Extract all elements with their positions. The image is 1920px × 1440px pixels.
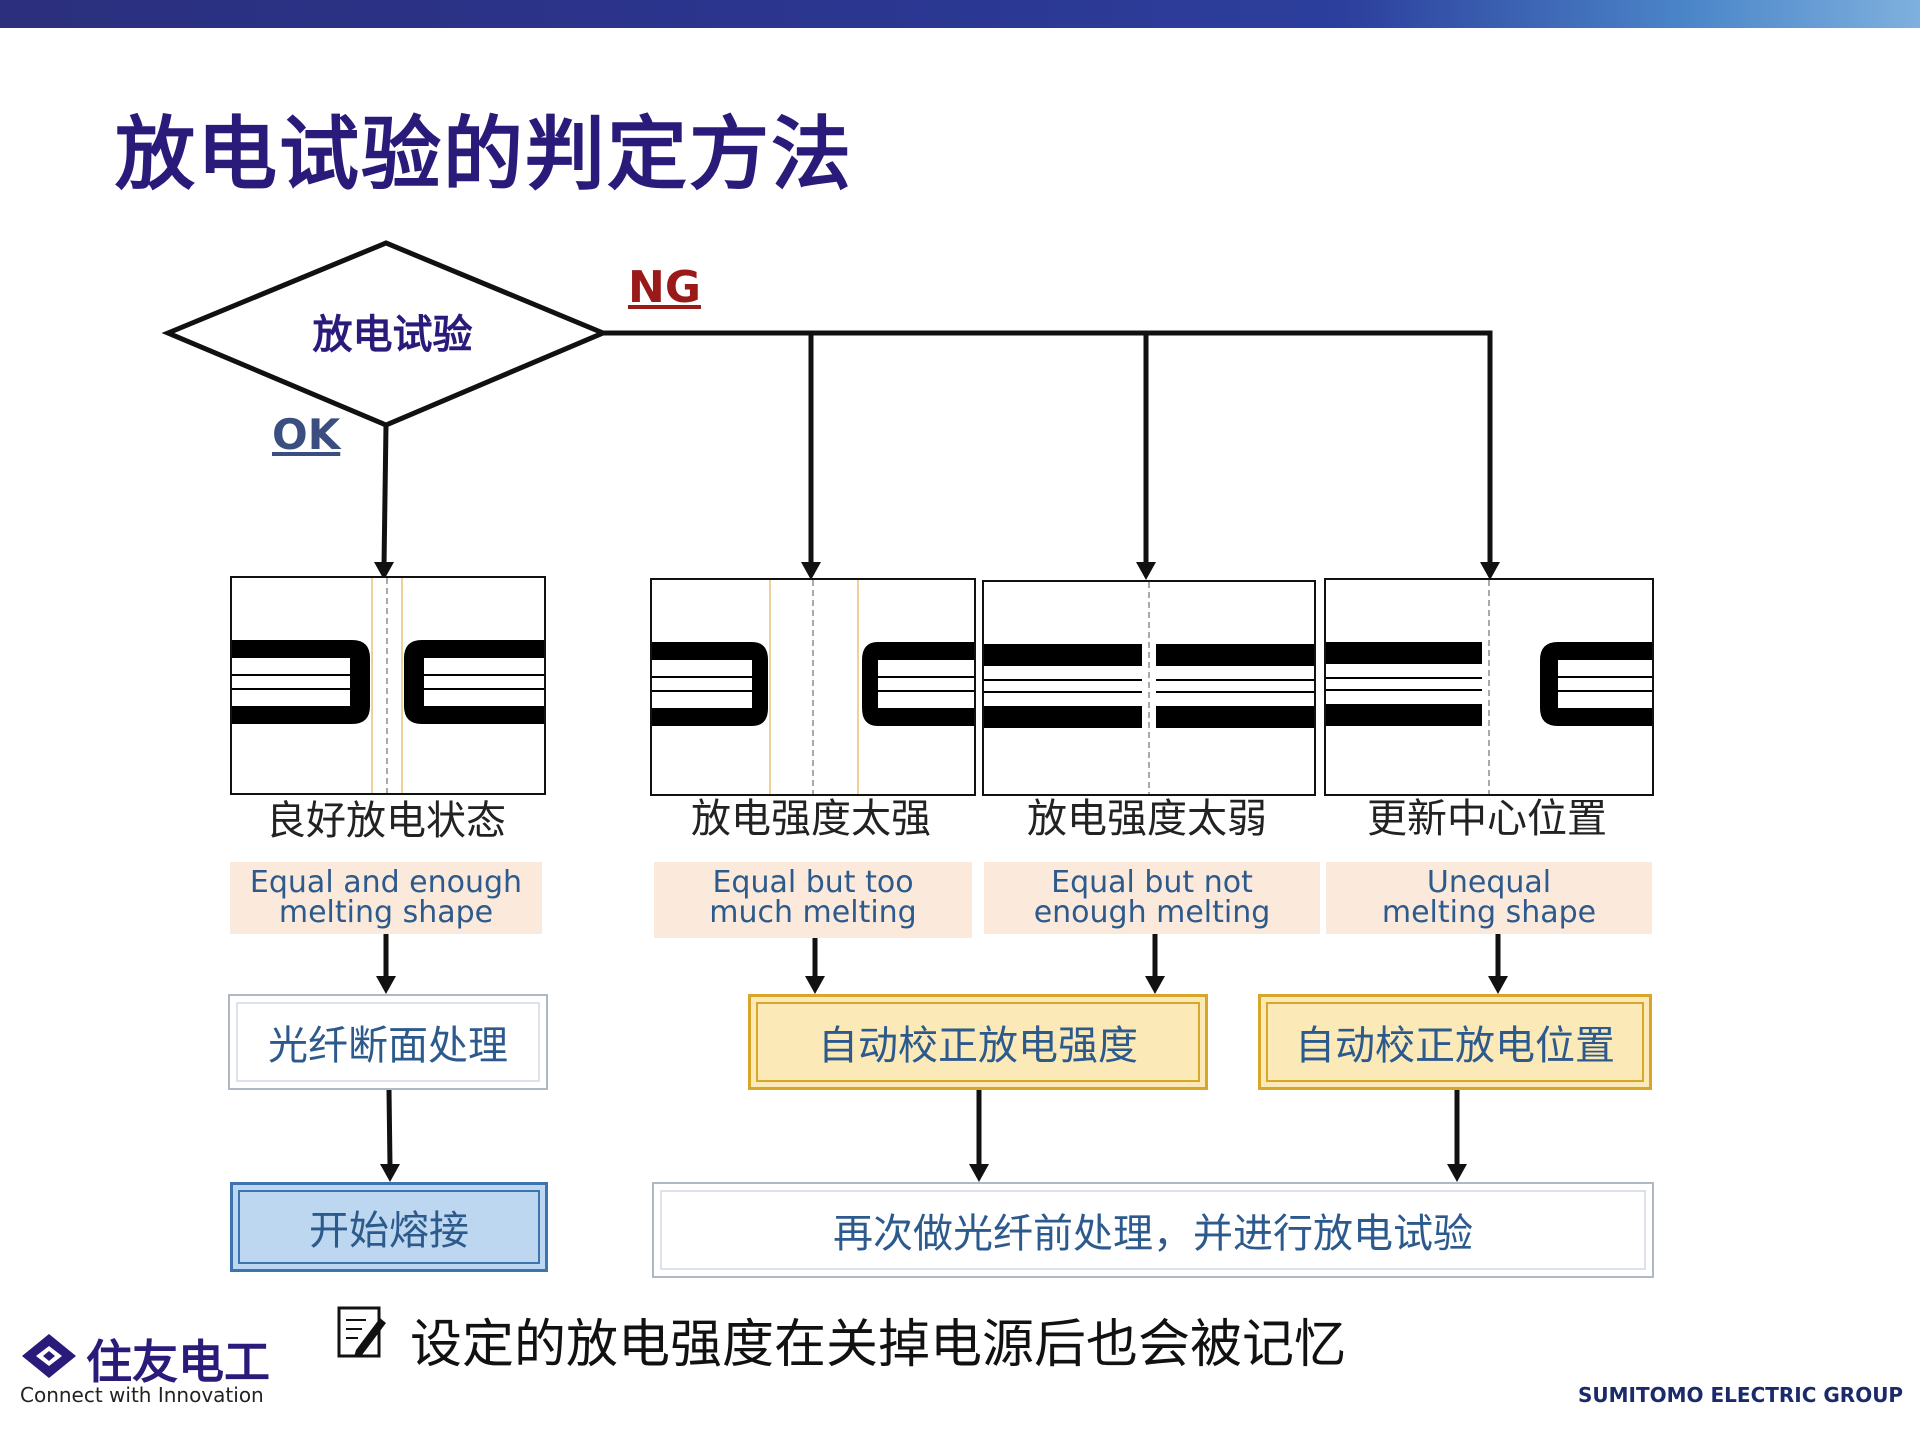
case-caption: 更新中心位置 xyxy=(1367,796,1607,842)
ng-line xyxy=(603,330,1493,566)
auto-power-box: 自动校正放电强度 xyxy=(748,994,1208,1090)
start-splice-box: 开始熔接 xyxy=(230,1182,548,1272)
auto-position-box: 自动校正放电位置 xyxy=(1258,994,1652,1090)
case-caption: 放电强度太强 xyxy=(691,796,931,842)
fiber-image-offset xyxy=(1324,578,1654,796)
memory-note: 设定的放电强度在关掉电源后也会被记忆 xyxy=(410,1315,1347,1375)
fiber-image-good xyxy=(230,576,546,795)
company-logo-text: 住友电工 xyxy=(86,1335,270,1389)
fiber-image-too-strong xyxy=(650,578,976,796)
redo-box: 再次做光纤前处理，并进行放电试验 xyxy=(652,1182,1654,1278)
group-name: SUMITOMO ELECTRIC GROUP xyxy=(1578,1383,1904,1407)
fiber-image-too-weak xyxy=(982,580,1316,796)
ok-label: OK xyxy=(272,410,341,459)
top-banner xyxy=(0,0,1920,28)
case-caption: 良好放电状态 xyxy=(266,798,506,844)
case-caption: 放电强度太弱 xyxy=(1027,796,1267,842)
company-tagline: Connect with Innovation xyxy=(20,1383,264,1407)
company-logo-icon xyxy=(20,1332,78,1380)
decision-label: 放电试验 xyxy=(312,312,473,358)
cleave-step-box: 光纤断面处理 xyxy=(228,994,548,1090)
ng-label: NG xyxy=(628,262,701,313)
page-title: 放电试验的判定方法 xyxy=(115,108,853,201)
edit-note-icon xyxy=(336,1302,388,1360)
